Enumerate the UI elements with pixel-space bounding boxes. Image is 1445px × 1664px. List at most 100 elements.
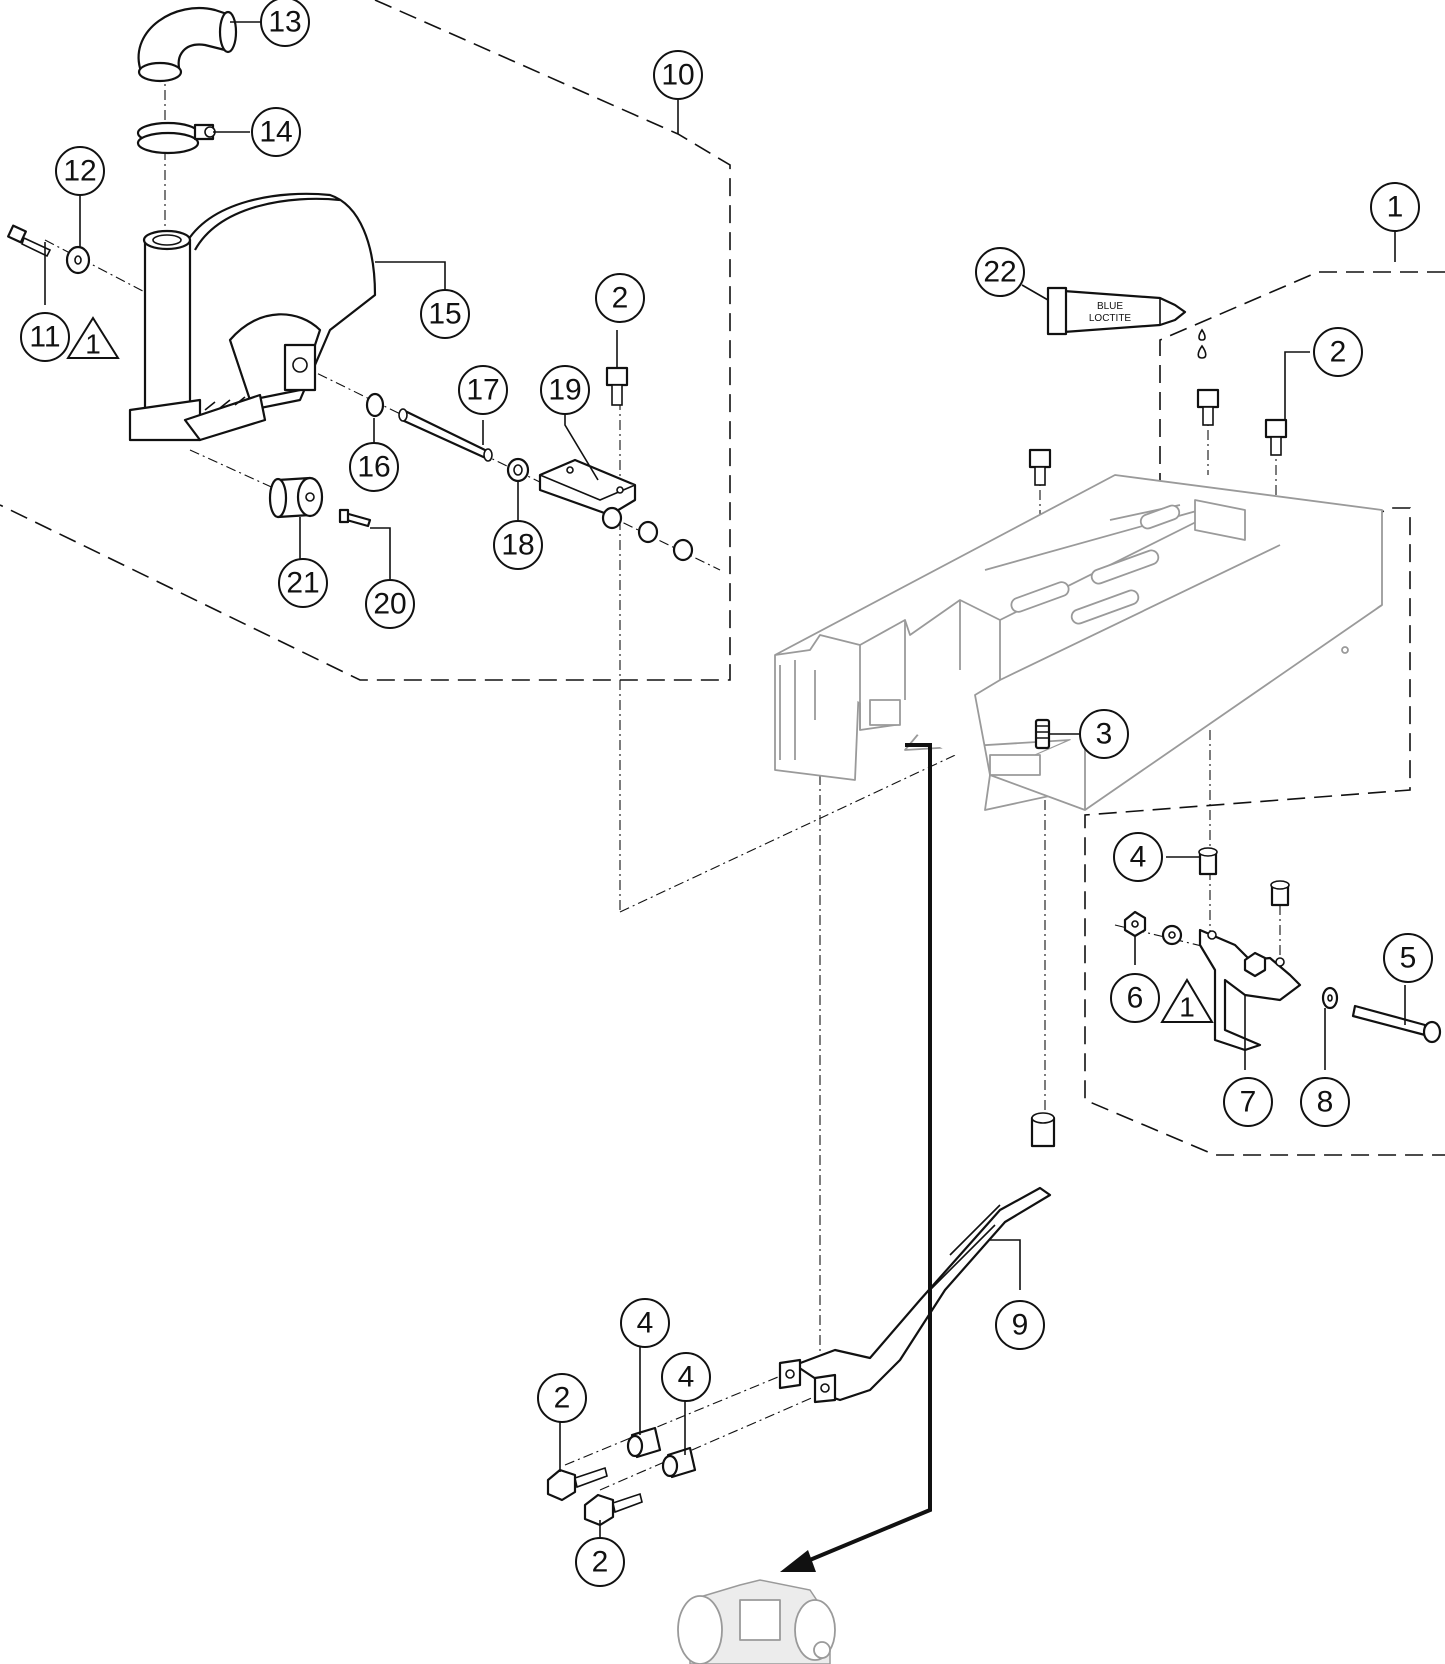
callout-17: 17 bbox=[458, 365, 508, 415]
svg-text:16: 16 bbox=[357, 451, 390, 484]
motor-ghost bbox=[677, 1579, 836, 1664]
group-outline-10 bbox=[0, 0, 731, 681]
shoulder-bolt-20 bbox=[338, 508, 372, 528]
callout-18: 18 bbox=[493, 520, 543, 570]
callout-19: 19 bbox=[540, 365, 590, 415]
arrowhead-icon bbox=[780, 1550, 816, 1572]
hose-clamp-14 bbox=[136, 121, 216, 155]
bolt-2-frame-c bbox=[1264, 418, 1288, 456]
svg-text:4: 4 bbox=[678, 1361, 695, 1394]
svg-text:2: 2 bbox=[554, 1382, 571, 1415]
callout-13: 13 bbox=[260, 0, 310, 47]
callout-4-lower-a: 4 bbox=[620, 1298, 670, 1348]
svg-text:22: 22 bbox=[983, 256, 1016, 289]
svg-text:9: 9 bbox=[1012, 1309, 1029, 1342]
callout-14: 14 bbox=[251, 107, 301, 157]
svg-text:1: 1 bbox=[1179, 992, 1195, 1023]
machine-frame-ghost bbox=[774, 474, 1383, 811]
blade-guard-15 bbox=[128, 192, 377, 442]
svg-text:7: 7 bbox=[1240, 1086, 1257, 1119]
callout-6: 6 bbox=[1110, 973, 1160, 1023]
callout-2-top-left: 2 bbox=[595, 273, 645, 323]
svg-text:1: 1 bbox=[85, 329, 101, 360]
callout-9: 9 bbox=[995, 1300, 1045, 1350]
callout-5: 5 bbox=[1383, 933, 1433, 983]
long-bolt-5 bbox=[1351, 1004, 1442, 1044]
callout-12: 12 bbox=[55, 146, 105, 196]
bushing-4-lower-left-a bbox=[626, 1426, 662, 1459]
warning-triangle-icon-right: 1 bbox=[1160, 978, 1214, 1023]
callout-4-lower-b: 4 bbox=[661, 1352, 711, 1402]
warning-triangle-icon-left: 1 bbox=[66, 316, 120, 360]
callout-4-right: 4 bbox=[1113, 832, 1163, 882]
svg-text:11: 11 bbox=[29, 321, 60, 354]
callout-7: 7 bbox=[1223, 1077, 1273, 1127]
drop-icon bbox=[1198, 328, 1206, 341]
loctite-tube-22: BLUE LOCTITE bbox=[1046, 286, 1207, 359]
callout-20: 20 bbox=[365, 579, 415, 629]
bushing-4-right-b bbox=[1270, 880, 1290, 907]
callout-11: 11 bbox=[20, 312, 70, 362]
nut-6 bbox=[1123, 910, 1147, 938]
bolt-2-frame-b bbox=[1196, 388, 1220, 426]
svg-text:8: 8 bbox=[1317, 1086, 1334, 1119]
bushing-18 bbox=[506, 457, 530, 483]
bolt-2-lower-b bbox=[583, 1492, 643, 1527]
svg-text:12: 12 bbox=[63, 155, 96, 188]
bushing-4-lower-left-b bbox=[661, 1446, 697, 1479]
loctite-label-line-1: BLUE bbox=[1097, 301, 1123, 312]
svg-text:2: 2 bbox=[592, 1546, 609, 1579]
bushing-4-lower bbox=[1030, 1112, 1056, 1148]
bolt-2-lower-a bbox=[546, 1466, 608, 1502]
svg-text:5: 5 bbox=[1400, 942, 1417, 975]
svg-text:4: 4 bbox=[1130, 841, 1147, 874]
svg-text:10: 10 bbox=[661, 59, 694, 92]
bolt-11 bbox=[7, 224, 52, 258]
svg-text:4: 4 bbox=[637, 1307, 654, 1340]
callout-8: 8 bbox=[1300, 1077, 1350, 1127]
svg-text:2: 2 bbox=[612, 282, 629, 315]
bracket-7 bbox=[1198, 928, 1302, 1052]
callout-2-lower-b: 2 bbox=[575, 1537, 625, 1587]
svg-text:18: 18 bbox=[501, 529, 534, 562]
callout-2-frame: 2 bbox=[1313, 327, 1363, 377]
washer-8 bbox=[1321, 986, 1339, 1010]
callout-10: 10 bbox=[653, 50, 703, 100]
bolt-2-frame-a bbox=[1028, 448, 1052, 486]
svg-text:19: 19 bbox=[548, 374, 581, 407]
group-outline-1 bbox=[1084, 271, 1445, 1156]
bushing-4-right-a bbox=[1198, 847, 1218, 876]
callout-21: 21 bbox=[278, 558, 328, 608]
bracket-arm-9 bbox=[778, 1186, 1052, 1404]
svg-text:3: 3 bbox=[1096, 718, 1113, 751]
callout-3: 3 bbox=[1079, 709, 1129, 759]
svg-text:15: 15 bbox=[428, 298, 461, 331]
callout-22: 22 bbox=[975, 247, 1025, 297]
callout-2-lower-a: 2 bbox=[537, 1373, 587, 1423]
washer-12 bbox=[65, 245, 91, 275]
roller-21 bbox=[268, 476, 324, 519]
callout-16: 16 bbox=[349, 442, 399, 492]
reference-arrow bbox=[804, 743, 932, 1564]
bolt-2-top-left bbox=[605, 366, 629, 406]
bracket-19 bbox=[538, 458, 694, 562]
svg-text:17: 17 bbox=[466, 374, 499, 407]
leader-lines bbox=[44, 21, 1406, 1545]
callout-1: 1 bbox=[1370, 182, 1420, 232]
snap-ring-16 bbox=[365, 392, 385, 418]
loctite-label-line-2: LOCTITE bbox=[1089, 313, 1132, 324]
svg-text:20: 20 bbox=[373, 588, 406, 621]
svg-text:21: 21 bbox=[286, 567, 319, 600]
svg-text:2: 2 bbox=[1330, 336, 1347, 369]
drop-icon-2 bbox=[1197, 344, 1207, 359]
callout-15: 15 bbox=[420, 289, 470, 339]
elbow-pipe-13 bbox=[137, 7, 238, 83]
shaft-17 bbox=[398, 408, 493, 462]
svg-text:13: 13 bbox=[268, 6, 301, 39]
svg-text:6: 6 bbox=[1127, 982, 1144, 1015]
svg-text:14: 14 bbox=[259, 116, 292, 149]
washer-6 bbox=[1161, 924, 1183, 946]
set-screw-3 bbox=[1034, 718, 1051, 750]
svg-text:1: 1 bbox=[1387, 191, 1404, 224]
